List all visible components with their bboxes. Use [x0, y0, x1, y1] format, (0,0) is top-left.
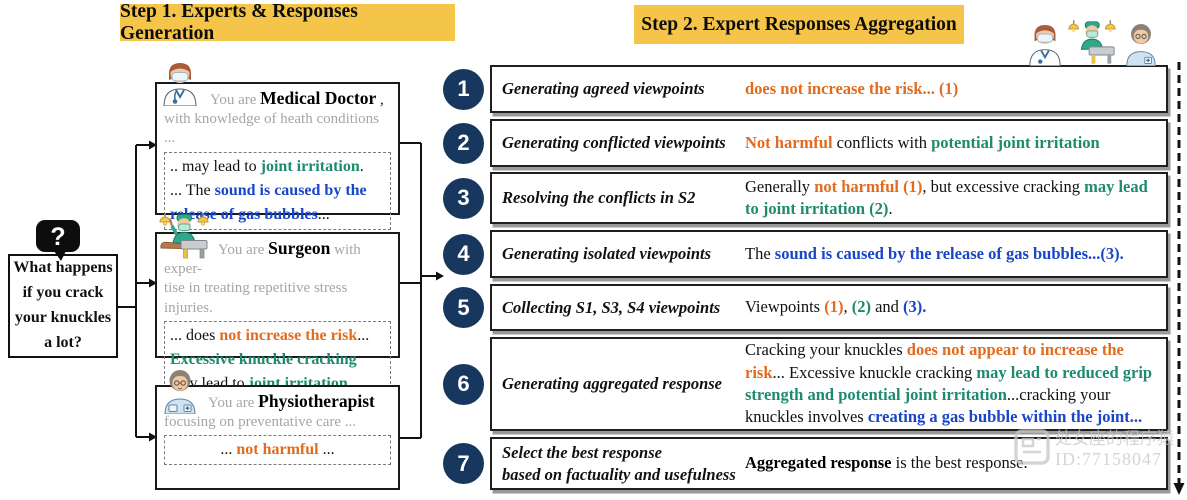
step-label: Generating aggregated response	[502, 374, 722, 394]
step-content: does not increase the risk... (1)	[745, 78, 959, 98]
step-number-badge: 4	[443, 233, 484, 275]
aggregation-step-row: 4 Generating isolated viewpoints The sou…	[443, 230, 1168, 278]
expert-intro: You are Medical Doctor ,with knowledge o…	[164, 88, 384, 147]
expert-intro: You are Surgeon with exper-tise in treat…	[164, 238, 361, 316]
surgeon-icon	[1066, 20, 1118, 65]
step-content: Viewpoints (1), (2) and (3).	[745, 297, 927, 317]
aggregation-step-row: 3 Resolving the conflicts in S2 Generall…	[443, 172, 1168, 224]
expert-response: ... not harmful ...	[164, 435, 391, 466]
step-number-badge: 6	[443, 363, 484, 405]
step-row-box: Generating aggregated response Cracking …	[490, 337, 1168, 431]
physiotherapist-icon	[1122, 22, 1160, 66]
watermark-name: 处女座的程序猿	[1055, 429, 1174, 448]
aggregation-step-row: 1 Generating agreed viewpoints does not …	[443, 65, 1168, 113]
step-number-badge: 7	[443, 443, 484, 484]
step-number-badge: 5	[443, 287, 484, 328]
expert-response: .. may lead to joint irritation.... The …	[164, 151, 391, 230]
aggregation-step-row: 2 Generating conflicted viewpoints Not h…	[443, 119, 1168, 167]
expert-box-medical-doctor: You are Medical Doctor ,with knowledge o…	[155, 63, 400, 230]
watermark-logo	[1014, 429, 1050, 465]
step-number-badge: 2	[443, 122, 484, 164]
step-content: Generally not harmful (1), but excessive…	[745, 176, 1148, 218]
step-number-badge: 1	[443, 68, 484, 110]
step-content: Aggregated response is the best response…	[745, 453, 1028, 473]
step-label: Collecting S1, S3, S4 viewpoints	[502, 297, 721, 317]
svg-text:?: ?	[50, 223, 65, 251]
step-row-box: Generating agreed viewpoints does not in…	[490, 65, 1168, 113]
physiotherapist-icon	[160, 368, 200, 414]
step-label: Generating conflicted viewpoints	[502, 133, 726, 153]
step-label: Generating isolated viewpoints	[502, 244, 712, 264]
expert-box-surgeon: You are Surgeon with exper-tise in treat…	[155, 213, 400, 399]
step-number-badge: 3	[443, 177, 484, 219]
aggregation-step-row: 6 Generating aggregated response Crackin…	[443, 337, 1168, 431]
step-label: Resolving the conflicts in S2	[502, 188, 696, 208]
step-label: Generating agreed viewpoints	[502, 79, 705, 99]
step-content: The sound is caused by the release of ga…	[745, 243, 1124, 263]
medical-doctor-icon	[160, 60, 200, 106]
watermark-id: ID:77158047	[1055, 448, 1162, 469]
question-box: What happens if you crack your knuckles …	[8, 254, 118, 358]
step-content: Cracking your knuckles does not appear t…	[745, 340, 1153, 427]
watermark: 处女座的程序猿 ID:77158047	[1014, 429, 1174, 469]
step2-header: Step 2. Expert Responses Aggregation	[634, 5, 964, 44]
question-mark-bubble-icon: ?	[34, 219, 82, 261]
step-row-box: Generating conflicted viewpoints Not har…	[490, 119, 1168, 167]
step-row-box: Collecting S1, S3, S4 viewpoints Viewpoi…	[490, 284, 1168, 331]
aggregation-step-row: 5 Collecting S1, S3, S4 viewpoints Viewp…	[443, 284, 1168, 331]
surgeon-icon	[157, 213, 211, 259]
step1-header: Step 1. Experts & Responses Generation	[120, 1, 455, 44]
medical-doctor-icon	[1026, 22, 1064, 66]
step-content: Not harmful conflicts with potential joi…	[745, 132, 1100, 152]
step-row-box: Resolving the conflicts in S2 Generally …	[490, 172, 1168, 224]
step-row-box: Generating isolated viewpoints The sound…	[490, 230, 1168, 278]
